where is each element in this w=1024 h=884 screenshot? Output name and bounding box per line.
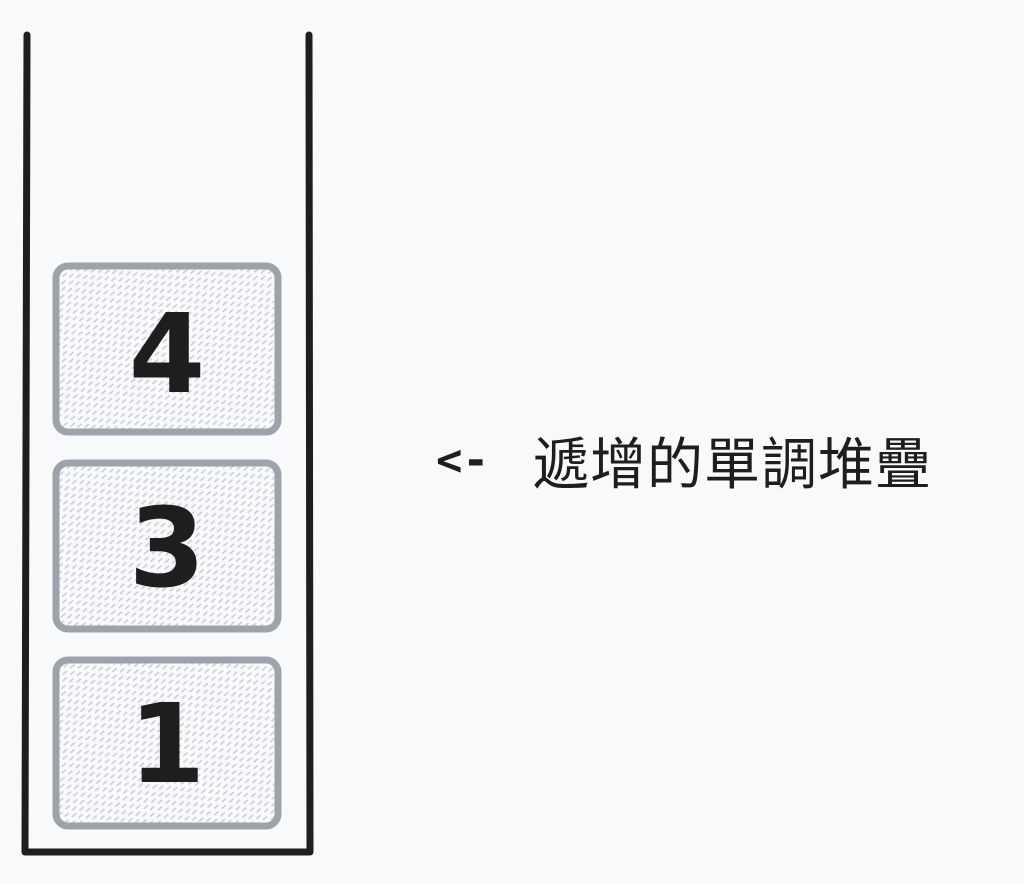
stack-container: [21, 31, 314, 856]
stack-caption-text: 遞增的單調堆疊: [532, 432, 932, 498]
stack-item-value: 3: [129, 484, 206, 612]
stack-item-box: [52, 656, 282, 830]
stack-item-value: 1: [129, 680, 206, 808]
left-arrow-icon: <-: [436, 434, 489, 486]
stack-item-box: [52, 459, 282, 633]
stack-item-middle: 3: [52, 459, 282, 633]
stack-item-value: 4: [129, 290, 206, 418]
stack-item-bottom: 1: [52, 656, 282, 830]
stack-caption: <- 遞增的單調堆疊: [436, 420, 932, 500]
stack-item-top: 4: [52, 262, 282, 436]
stack-item-box: [52, 262, 282, 436]
